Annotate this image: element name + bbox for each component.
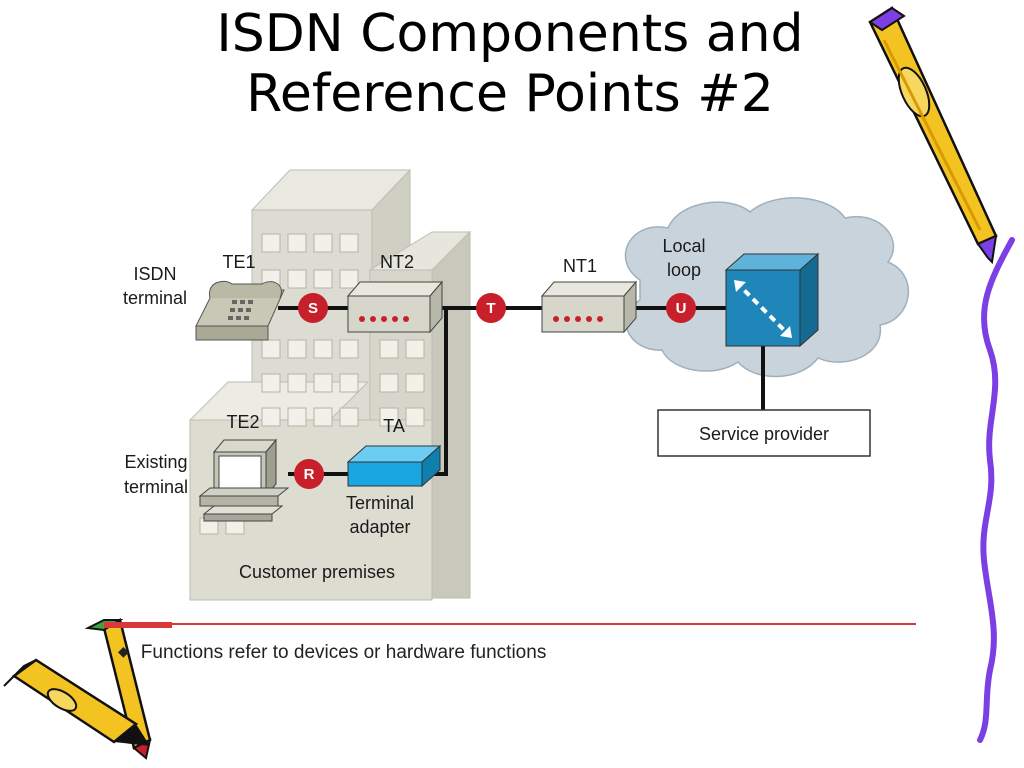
bullet-diamond-icon: ◆ bbox=[118, 643, 129, 659]
te1-label: TE1 bbox=[222, 252, 255, 272]
reference-point-r-label: R bbox=[304, 466, 315, 483]
bullet-divider-accent bbox=[104, 622, 172, 628]
nt1-device-icon bbox=[540, 280, 638, 334]
customer-premises-label: Customer premises bbox=[239, 562, 395, 582]
reference-point-u-label: U bbox=[676, 300, 687, 317]
reference-point-u: U bbox=[666, 293, 696, 323]
pencil-top-right-icon bbox=[868, 6, 998, 265]
reference-point-s: S bbox=[298, 293, 328, 323]
existing-terminal-computer-icon bbox=[198, 438, 290, 522]
slide-title: ISDN Components and Reference Points #2 bbox=[120, 4, 900, 124]
isdn-terminal-label-2: terminal bbox=[123, 288, 187, 308]
existing-terminal-label-1: Existing bbox=[124, 452, 187, 472]
te2-label: TE2 bbox=[226, 412, 259, 432]
service-provider-box bbox=[657, 409, 871, 457]
reference-point-t-label: T bbox=[486, 300, 495, 317]
local-loop-label-1: Local bbox=[662, 236, 705, 256]
existing-terminal-label-2: terminal bbox=[124, 477, 188, 497]
reference-point-s-label: S bbox=[308, 300, 318, 317]
reference-point-r: R bbox=[294, 459, 324, 489]
terminal-adapter-label-1: Terminal bbox=[346, 493, 414, 513]
nt2-label: NT2 bbox=[380, 252, 414, 272]
customer-premises-buildings bbox=[188, 168, 472, 601]
nt2-device-icon bbox=[346, 280, 444, 334]
ta-label: TA bbox=[383, 416, 405, 436]
reference-point-t: T bbox=[476, 293, 506, 323]
bullet-divider-line bbox=[104, 623, 916, 625]
nt1-label: NT1 bbox=[563, 256, 597, 276]
bullet-item: ◆ Functions refer to devices or hardware … bbox=[118, 642, 546, 664]
isdn-switch-icon bbox=[724, 252, 820, 348]
terminal-adapter-label-2: adapter bbox=[349, 517, 410, 537]
pencils-bottom-left-icon bbox=[3, 618, 152, 760]
title-line-2: Reference Points #2 bbox=[246, 64, 774, 124]
service-provider-label: Service provider bbox=[699, 424, 829, 444]
title-line-1: ISDN Components and bbox=[216, 4, 804, 64]
isdn-phone-icon bbox=[195, 280, 285, 341]
local-loop-label-2: loop bbox=[667, 260, 701, 280]
terminal-adapter-device-icon bbox=[346, 444, 442, 488]
bullet-text: Functions refer to devices or hardware f… bbox=[140, 642, 547, 663]
decorative-wavy-border bbox=[977, 237, 1015, 743]
isdn-terminal-label-1: ISDN bbox=[133, 264, 176, 284]
